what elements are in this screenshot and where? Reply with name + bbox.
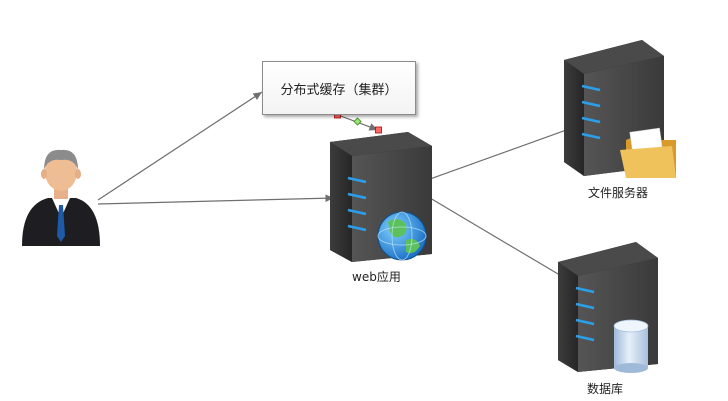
cache-label: 分布式缓存（集群） xyxy=(280,82,398,98)
distributed-cache-node[interactable]: 分布式缓存（集群） xyxy=(262,61,416,115)
connector-handle-mid[interactable] xyxy=(353,117,362,126)
user-to-cache-edge xyxy=(97,91,263,201)
database-label: 数据库 xyxy=(587,382,624,396)
user-to-web-edge xyxy=(97,194,335,205)
user-icon xyxy=(22,149,100,246)
globe-icon xyxy=(377,211,427,261)
database-server-icon xyxy=(558,242,658,373)
web-server-label: web应用 xyxy=(352,270,401,284)
database-icon xyxy=(613,319,649,373)
web-server-icon xyxy=(330,132,432,262)
file-server-icon xyxy=(564,40,676,178)
folder-icon xyxy=(620,127,676,178)
connector-handle-end[interactable] xyxy=(375,126,382,134)
file-server-label: 文件服务器 xyxy=(588,186,649,200)
